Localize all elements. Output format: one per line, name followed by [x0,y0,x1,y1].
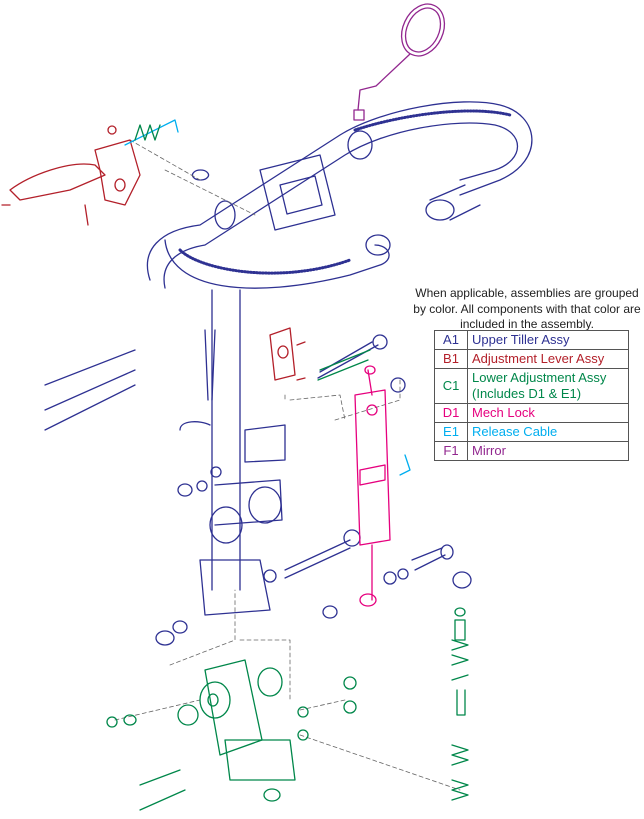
legend-label: Mech Lock [467,403,629,423]
legend-row-f1: F1 Mirror [434,441,629,461]
legend-label: Release Cable [467,422,629,442]
legend-code: D1 [434,403,468,423]
legend-code: B1 [434,349,468,369]
legend-row-b1: B1 Adjustment Lever Assy [434,349,629,369]
adjustment-lever-part [1,125,306,381]
leader-lines [114,139,461,791]
legend-row-e1: E1 Release Cable [434,422,629,442]
legend-label: Mirror [467,441,629,461]
mirror-part [353,3,446,121]
legend-label: Lower Adjustment Assy (Includes D1 & E1) [467,368,629,404]
legend-row-d1: D1 Mech Lock [434,403,629,423]
legend-code: A1 [434,330,468,350]
legend-code: F1 [434,441,468,461]
lower-adjustment-part [106,349,469,811]
legend-note: When applicable, assemblies are grouped … [413,286,641,331]
mech-lock-part [354,365,391,607]
legend-row-c1: C1 Lower Adjustment Assy (Includes D1 & … [434,368,629,404]
legend-label: Adjustment Lever Assy [467,349,629,369]
release-cable-part [124,119,411,476]
legend-label: Upper Tiller Assy [467,330,629,350]
legend-row-a1: A1 Upper Tiller Assy [434,330,629,350]
assembly-legend-table: A1 Upper Tiller Assy B1 Adjustment Lever… [434,330,629,461]
upper-tiller-part [44,101,533,646]
legend-code: E1 [434,422,468,442]
legend-code: C1 [434,368,468,404]
lever-spring [134,124,161,141]
